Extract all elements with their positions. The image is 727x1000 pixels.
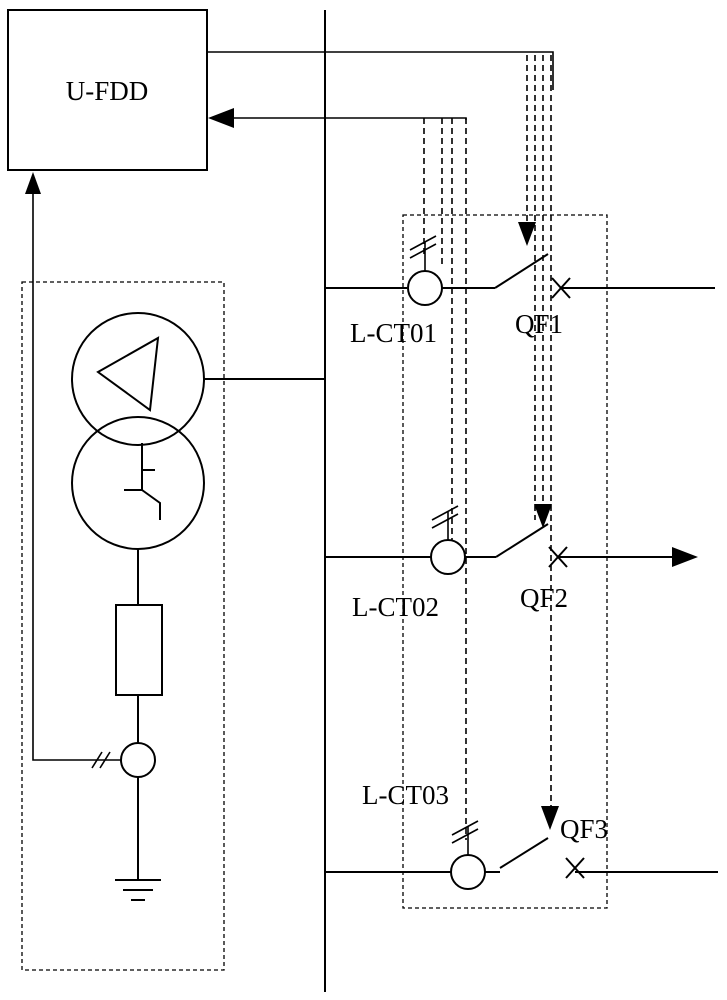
u-fdd-box: U-FDD — [7, 9, 208, 171]
qf1-label: QF1 — [515, 309, 563, 339]
u-fdd-label: U-FDD — [66, 76, 149, 106]
ct-feedback-lines — [208, 108, 467, 840]
switchgear-enclosure — [402, 214, 608, 909]
delta-winding-circle — [71, 312, 205, 446]
ct01-circle — [407, 270, 443, 306]
transformer-enclosure — [21, 281, 225, 971]
qf3-switch-blade — [499, 837, 549, 869]
neutral-ct-signal — [25, 172, 121, 761]
ct03-circle — [450, 854, 486, 890]
ct01-label: L-CT01 — [350, 318, 437, 348]
grounding-resistor — [115, 604, 163, 696]
feeder-3: L-CT03 QF3 — [325, 780, 718, 890]
qf1-switch-blade — [494, 253, 549, 289]
qf2-switch-blade — [495, 523, 549, 558]
delta-icon — [96, 336, 160, 412]
wye-icon — [124, 443, 161, 520]
neutral-ct-circle — [120, 742, 156, 778]
qf2-label: QF2 — [520, 583, 568, 613]
feeder-1: L-CT01 QF1 — [325, 235, 715, 348]
ct02-circle — [430, 539, 466, 575]
grounding-transformer — [71, 312, 325, 901]
ct03-label: L-CT03 — [362, 780, 449, 810]
wye-winding-circle — [71, 416, 205, 550]
feeder-2: L-CT02 QF2 — [325, 505, 698, 622]
ground-icon — [115, 879, 161, 901]
qf3-label: QF3 — [560, 814, 608, 844]
ct02-label: L-CT02 — [352, 592, 439, 622]
control-output-lines — [207, 51, 559, 830]
